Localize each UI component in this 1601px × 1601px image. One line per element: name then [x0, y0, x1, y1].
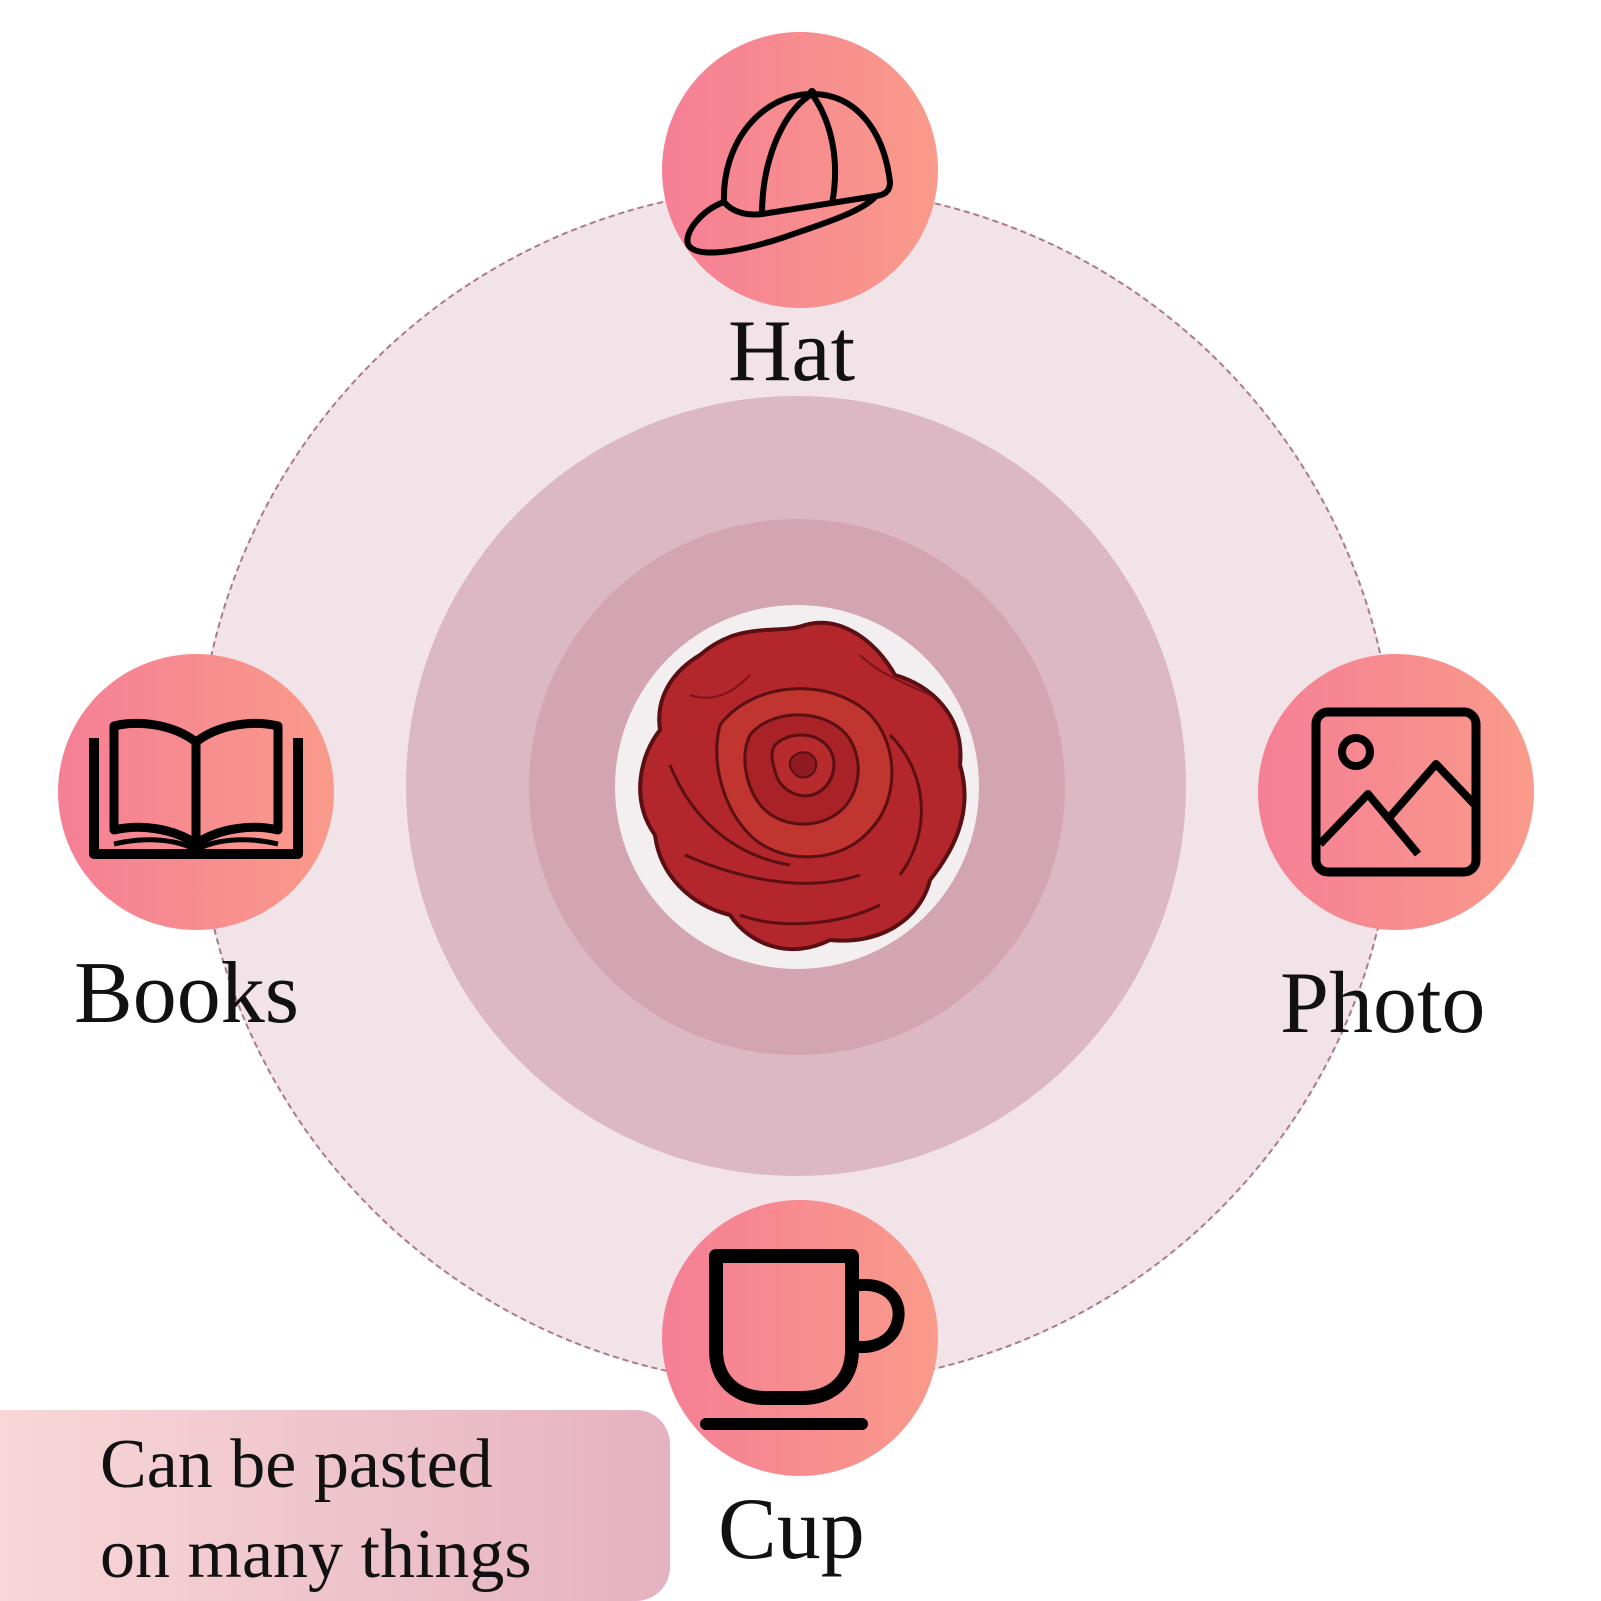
hat-label: Hat — [728, 303, 856, 400]
open-book-icon — [89, 718, 303, 859]
photo-node — [1258, 654, 1534, 930]
hat-node — [662, 32, 938, 308]
note-text: Can be pasted on many things — [100, 1420, 532, 1600]
mug-icon — [700, 1249, 905, 1430]
rose-illustration — [638, 620, 967, 952]
note-banner — [0, 1410, 670, 1601]
image-icon — [1311, 707, 1481, 877]
note-line-1: Can be pasted — [100, 1426, 493, 1503]
cup-node — [662, 1200, 938, 1476]
books-node — [58, 654, 334, 930]
photo-label: Photo — [1280, 955, 1486, 1052]
note-line-2: on many things — [100, 1516, 532, 1593]
cap-icon — [684, 88, 893, 256]
books-label: Books — [74, 945, 299, 1042]
cup-label: Cup — [718, 1481, 865, 1578]
